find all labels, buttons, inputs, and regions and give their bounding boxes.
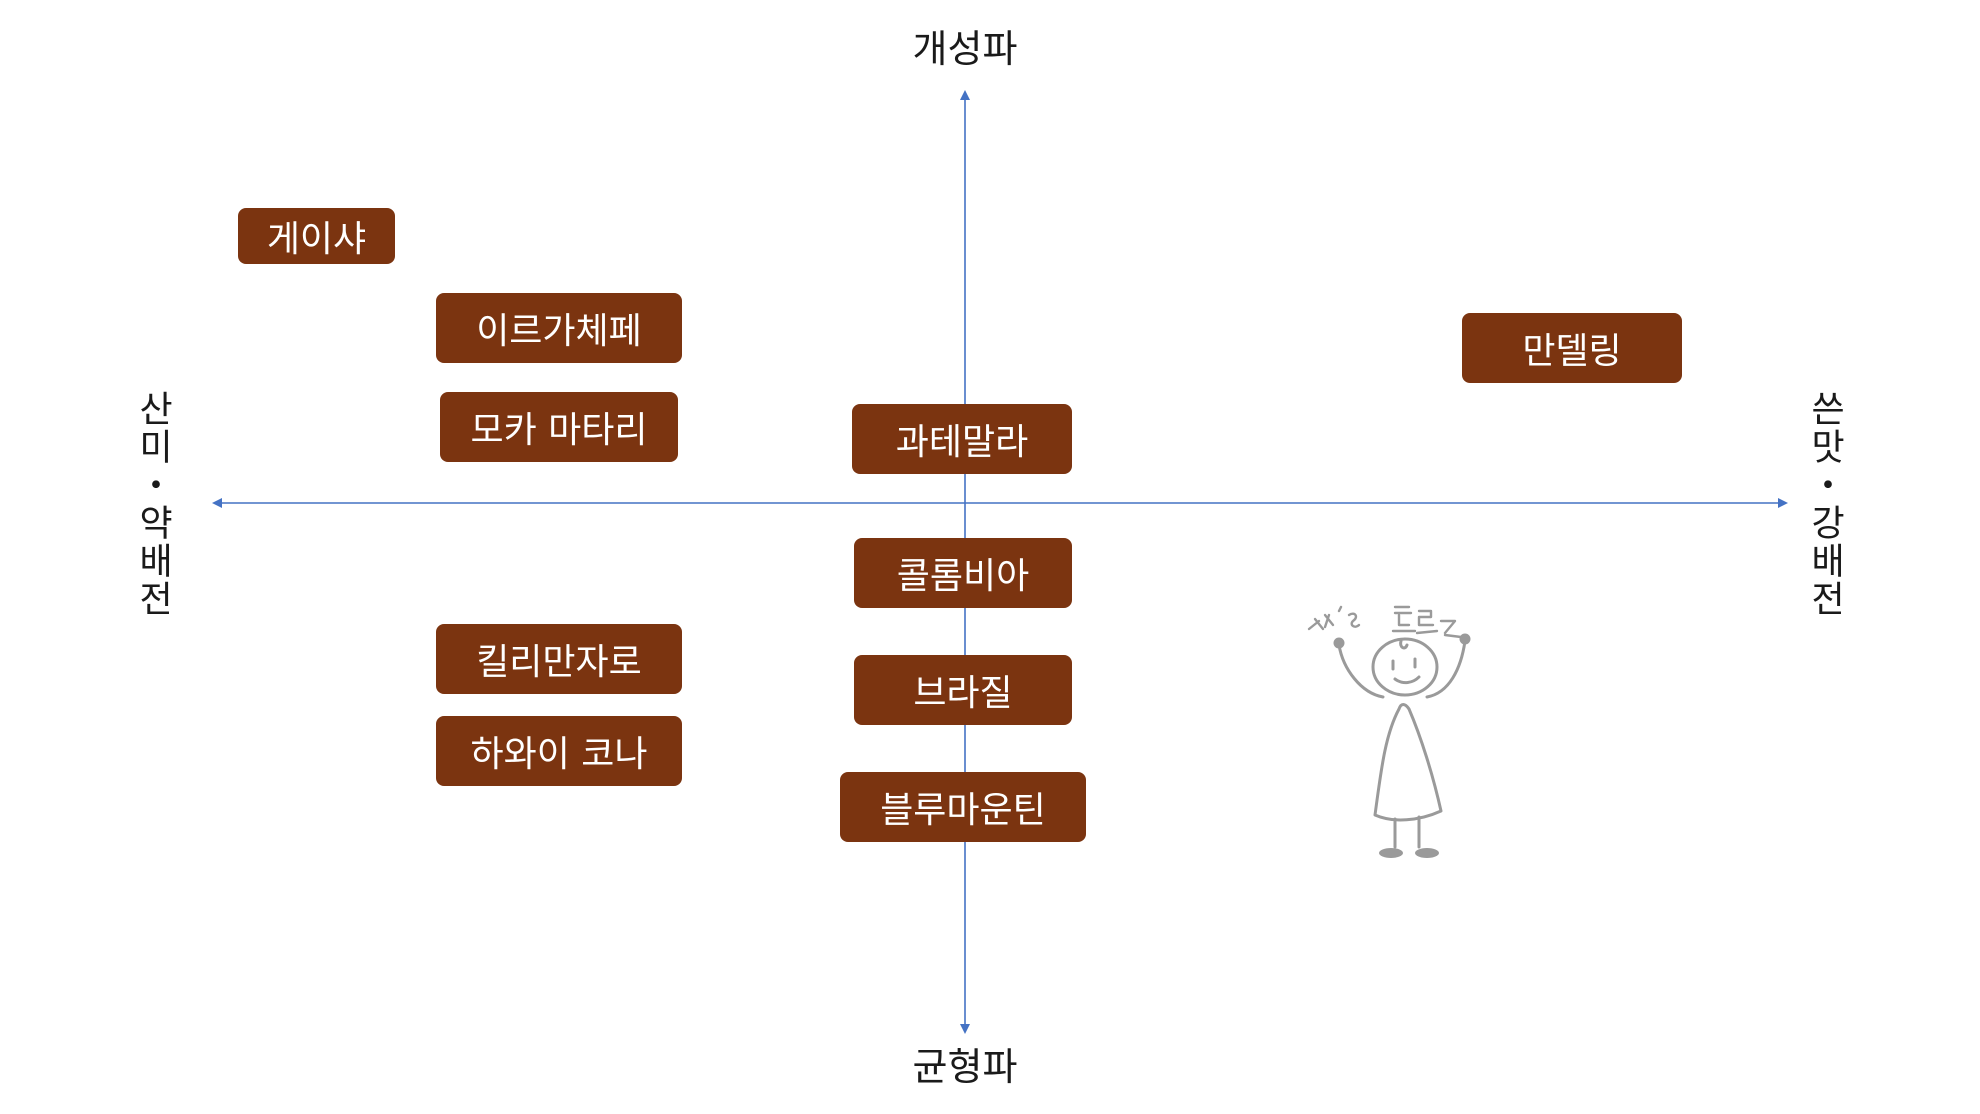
bean-tag-hawaii-kona: 하와이 코나 [436,716,682,786]
bean-tag-mocha-matari: 모카 마타리 [440,392,678,462]
signature-logo [1309,607,1461,637]
stick-figure-mascot-icon [1295,585,1515,890]
bean-tag-mandheling: 만델링 [1462,313,1682,383]
bean-tag-kilimanjaro: 킬리만자로 [436,624,682,694]
bean-tag-blue-mountain: 블루마운틴 [840,772,1086,842]
axis-label-left: 산미・약배전 [134,390,170,618]
bean-tag-guatemala: 과테말라 [852,404,1072,474]
bean-tag-geisha: 게이샤 [238,208,395,264]
axis-label-top: 개성파 [913,30,1018,68]
bean-tag-brazil: 브라질 [854,655,1072,725]
axis-label-bottom: 균형파 [913,1048,1018,1086]
bean-tag-yirgacheffe: 이르가체페 [436,293,682,363]
bean-tag-colombia: 콜롬비아 [854,538,1072,608]
axis-label-right: 쓴맛・강배전 [1806,390,1842,618]
